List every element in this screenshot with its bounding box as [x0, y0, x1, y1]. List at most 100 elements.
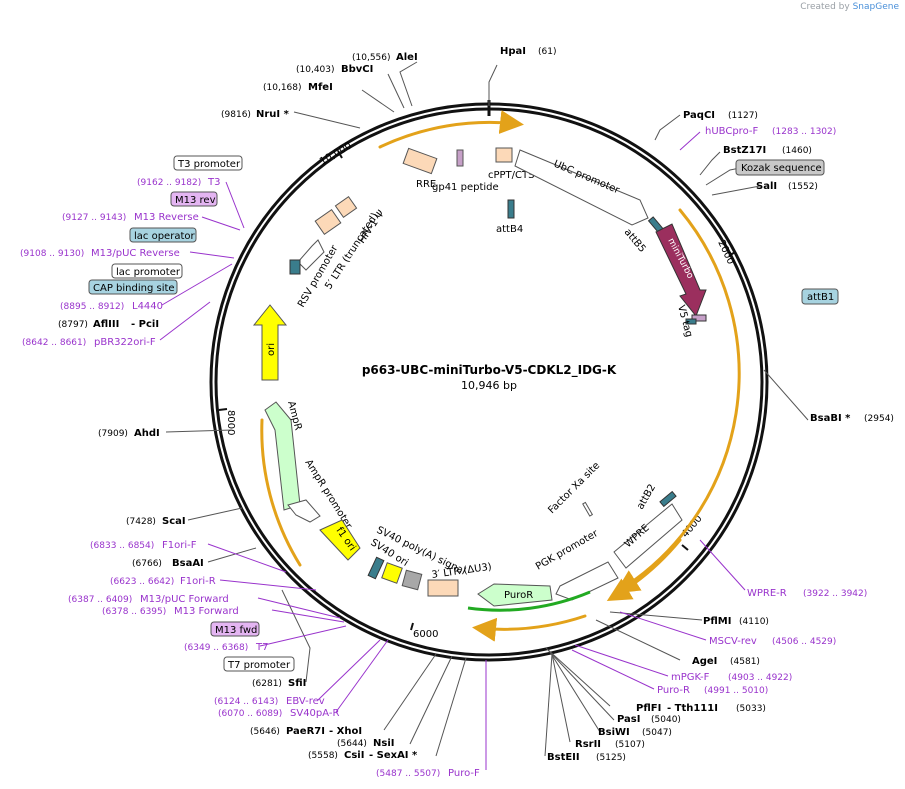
orf-arc-bottom-right — [606, 538, 682, 602]
label-rsrii-pos: (5107) — [615, 740, 645, 750]
label-sfii-pos: (6281) — [252, 679, 282, 689]
label-m13-reverse[interactable]: M13 Reverse — [134, 212, 199, 223]
feature-ubc-promoter[interactable]: UbC promoter — [514, 149, 649, 226]
label-bbvci[interactable]: BbvCI — [341, 64, 373, 75]
rre-label: RRE — [416, 179, 436, 190]
label-ebv-rev[interactable]: EBV-rev — [286, 696, 325, 707]
snapgene-credit: Created by SnapGene — [800, 2, 899, 12]
feature-factorxa[interactable]: Factor Xa site — [546, 460, 602, 517]
label-rsrii[interactable]: RsrII — [575, 739, 601, 750]
labels-right: HpaI (61) PaqCI (1127) hUBCpro-F (1283 .… — [500, 46, 894, 763]
feature-gp41[interactable]: gp41 peptide — [432, 149, 499, 193]
label-t3-pos: (9162 .. 9182) — [137, 178, 201, 188]
label-nrui[interactable]: NruI * — [256, 109, 290, 120]
label-t3-promoter[interactable]: T3 promoter — [177, 159, 241, 170]
label-mscv-rev-pos: (4506 .. 4529) — [772, 637, 836, 647]
label-afliii[interactable]: AflIII — [93, 319, 119, 330]
label-cap-binding-site[interactable]: CAP binding site — [93, 283, 175, 294]
puror-orf-arc — [467, 590, 591, 612]
snapgene-logo: SnapGene — [852, 2, 899, 12]
label-paer7i[interactable]: PaeR7I — [286, 726, 325, 737]
label-sali-pos: (1552) — [788, 182, 818, 192]
label-scai[interactable]: ScaI — [162, 516, 186, 527]
tick-marks — [218, 150, 736, 631]
label-hubcpro-f[interactable]: hUBCpro-F — [705, 126, 758, 137]
label-paqci[interactable]: PaqCI — [683, 110, 715, 121]
feature-cppt[interactable]: cPPT/CTS — [488, 147, 534, 181]
label-m13-forward-pos: (6378 .. 6395) — [102, 607, 166, 617]
label-alei-pos: (10,556) — [352, 53, 391, 63]
puror-label: PuroR — [504, 590, 533, 601]
label-bsaai-pos: (6766) — [132, 559, 162, 569]
label-bstz17i[interactable]: BstZ17I — [723, 145, 766, 156]
label-kozak[interactable]: Kozak sequence — [741, 163, 822, 174]
label-puro-f[interactable]: Puro-F — [448, 768, 480, 779]
label-alei[interactable]: AleI — [396, 52, 418, 63]
label-f1ori-r-pos: (6623 .. 6642) — [110, 577, 174, 587]
label-bsabi-pos: (2954) — [864, 414, 894, 424]
label-agei[interactable]: AgeI — [692, 656, 717, 667]
feature-rre[interactable]: RRE — [402, 147, 438, 190]
credit-prefix: Created by — [800, 2, 850, 12]
attb2-label: attB2 — [635, 482, 658, 511]
label-m13-forward[interactable]: M13 Forward — [174, 606, 239, 617]
label-pcii[interactable]: - PciI — [131, 319, 159, 330]
label-bsaai[interactable]: BsaAI — [172, 558, 204, 569]
label-t7[interactable]: T7 — [255, 642, 268, 653]
label-nsii-pos: (5644) — [337, 739, 367, 749]
label-paer7i-pos: (5646) — [250, 727, 280, 737]
label-m13-puc-forward-pos: (6387 .. 6409) — [68, 595, 132, 605]
feature-wpre[interactable]: WPRE — [613, 503, 683, 569]
label-sali[interactable]: SalI — [756, 181, 777, 192]
label-lac-operator[interactable]: lac operator — [134, 231, 195, 242]
label-attb1[interactable]: attB1 — [807, 292, 834, 303]
label-wpre-r[interactable]: WPRE-R — [747, 588, 787, 599]
feature-f1-ori[interactable]: f1 ori — [319, 519, 361, 561]
label-tth111i[interactable]: - Tth111I — [667, 703, 718, 714]
label-puro-r[interactable]: Puro-R — [657, 685, 690, 696]
orf-arc-left — [260, 418, 302, 567]
label-sv40pa-r[interactable]: SV40pA-R — [290, 708, 339, 719]
label-t7-promoter[interactable]: T7 promoter — [227, 660, 291, 671]
label-bsiwi-pos: (5047) — [642, 728, 672, 738]
feature-puror[interactable]: PuroR — [477, 583, 553, 607]
label-bstz17i-pos: (1460) — [782, 146, 812, 156]
label-f1ori-r[interactable]: F1ori-R — [180, 576, 216, 587]
label-m13-reverse-pos: (9127 .. 9143) — [62, 213, 126, 223]
feature-ori[interactable]: ori — [252, 304, 288, 381]
plasmid-name: p663-UBC-miniTurbo-V5-CDKL2_IDG-K — [362, 363, 617, 378]
label-ahdi[interactable]: AhdI — [134, 428, 160, 439]
labels-left: (10,556) AleI (10,403) BbvCI (10,168) Mf… — [20, 52, 480, 779]
label-sexai[interactable]: - SexAI * — [369, 750, 418, 761]
label-bsteii[interactable]: BstEII — [547, 752, 580, 763]
label-m13-puc-forward[interactable]: M13/pUC Forward — [140, 594, 229, 605]
label-mfei[interactable]: MfeI — [308, 82, 333, 93]
label-m13-rev[interactable]: M13 rev — [175, 195, 216, 206]
label-csii[interactable]: CsiI — [344, 750, 364, 761]
label-pflfi[interactable]: PflFI — [636, 703, 661, 714]
label-xhoi[interactable]: - XhoI — [329, 726, 362, 737]
label-m13-fwd[interactable]: M13 fwd — [215, 625, 257, 636]
label-hpai[interactable]: HpaI — [500, 46, 526, 57]
label-hubcpro-f-pos: (1283 .. 1302) — [772, 127, 836, 137]
label-nsii[interactable]: NsiI — [373, 738, 394, 749]
label-tth111i-pos: (5033) — [736, 704, 766, 714]
label-pbr322ori-f[interactable]: pBR322ori-F — [94, 337, 156, 348]
label-bsabi[interactable]: BsaBI * — [810, 413, 851, 424]
label-t3[interactable]: T3 — [207, 177, 220, 188]
label-mscv-rev[interactable]: MSCV-rev — [709, 636, 757, 647]
label-l4440[interactable]: L4440 — [132, 301, 163, 312]
label-f1ori-f[interactable]: F1ori-F — [162, 540, 197, 551]
label-pflmi[interactable]: PflMI — [703, 616, 731, 627]
label-mpgk-f[interactable]: mPGK-F — [671, 672, 710, 683]
feature-attb4[interactable]: attB4 — [496, 199, 523, 235]
feature-5ltr[interactable]: 5′ LTR (truncated) — [314, 209, 381, 292]
label-sfii[interactable]: SfiI — [288, 678, 306, 689]
label-sv40pa-r-pos: (6070 .. 6089) — [218, 709, 282, 719]
label-m13-puc-reverse[interactable]: M13/pUC Reverse — [91, 248, 180, 259]
label-lac-promoter[interactable]: lac promoter — [116, 267, 181, 278]
label-bsiwi[interactable]: BsiWI — [598, 727, 630, 738]
attb5-label: attB5 — [622, 227, 648, 255]
label-pasi[interactable]: PasI — [617, 714, 640, 725]
